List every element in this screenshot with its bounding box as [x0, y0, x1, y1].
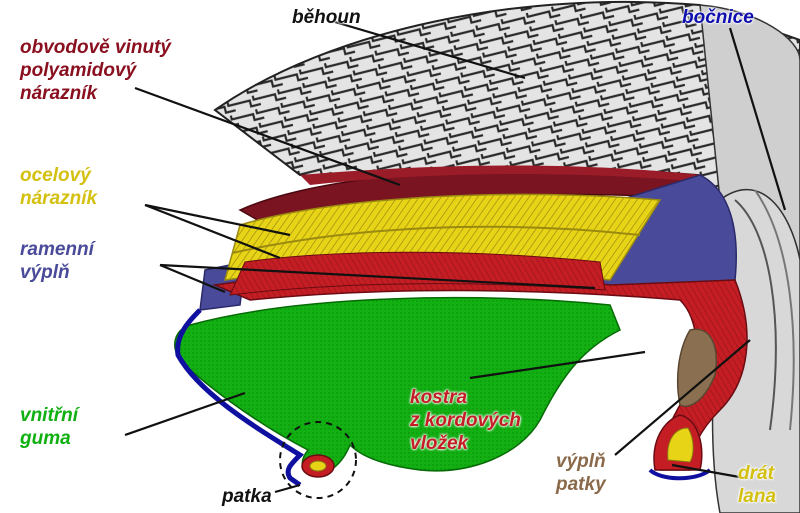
label-inner-line2: guma — [20, 428, 71, 449]
leader-patka — [274, 483, 301, 494]
leader-shoulder-1 — [159, 263, 596, 290]
leader-vnitrni — [124, 391, 246, 437]
label-shoulder-line2: výplň — [20, 262, 70, 283]
leader-vypln-patky — [614, 339, 751, 456]
leader-polyamide — [134, 86, 401, 187]
label-bead-wire: drát lana — [738, 462, 776, 508]
leader-steel-1 — [144, 203, 291, 237]
label-bead-filler-line2: patky — [556, 474, 606, 495]
leader-behoun — [334, 20, 526, 80]
leader-bocnice — [728, 27, 787, 211]
label-polyamide-line1: obvodově vinutý — [20, 37, 171, 58]
right-bead-shape — [648, 414, 712, 481]
label-carcass: kostra z kordových vložek — [410, 386, 521, 455]
leader-steel-2 — [144, 203, 281, 260]
label-polyamide-line2: polyamidový — [20, 60, 137, 81]
label-polyamide-line3: nárazník — [20, 83, 98, 104]
label-bead-filler-line1: výplň — [556, 451, 606, 472]
inner-liner-shape — [174, 296, 621, 477]
leader-drat — [671, 463, 746, 480]
label-patka: patka — [222, 486, 272, 507]
label-shoulder-fill: ramenní výplň — [20, 238, 94, 284]
label-carcass-line3: vložek — [410, 433, 469, 454]
label-wire-line1: drát — [738, 463, 774, 484]
label-steel-belt: ocelový nárazník — [20, 164, 97, 210]
label-bocnice: bočnice — [682, 7, 754, 28]
left-sidewall-edge — [175, 308, 304, 488]
label-carcass-line2: z kordových — [410, 410, 521, 431]
patka-highlight-circle — [279, 421, 357, 499]
leader-shoulder-2 — [159, 263, 226, 294]
label-carcass-line1: kostra — [410, 387, 468, 408]
label-steel-line1: ocelový — [20, 165, 91, 186]
label-inner-liner: vnitřní guma — [20, 404, 78, 450]
left-bead-shape — [301, 454, 335, 478]
bead-filler-shape — [676, 328, 717, 407]
leader-kostra — [469, 350, 646, 380]
label-bead-filler: výplň patky — [556, 450, 606, 496]
leader-lines — [124, 20, 787, 494]
label-steel-line2: nárazník — [20, 188, 98, 209]
label-shoulder-line1: ramenní — [20, 239, 94, 260]
label-behoun: běhoun — [292, 7, 361, 28]
label-inner-line1: vnitřní — [20, 405, 79, 426]
label-wire-line2: lana — [738, 486, 777, 507]
label-polyamide-belt: obvodově vinutý polyamidový nárazník — [20, 36, 171, 105]
